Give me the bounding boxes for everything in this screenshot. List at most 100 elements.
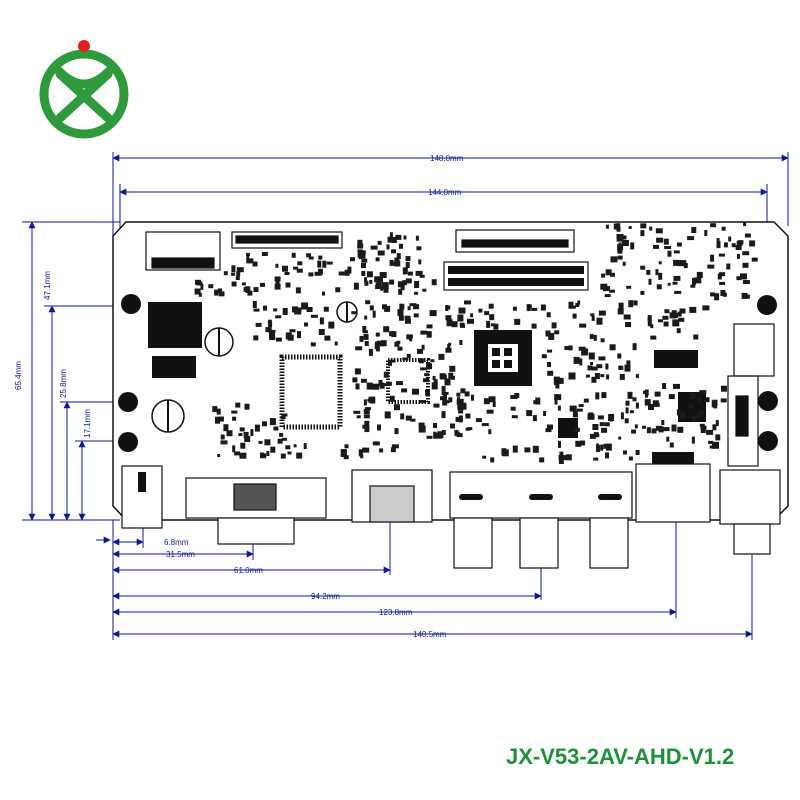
smd-part xyxy=(356,415,361,419)
smd-part xyxy=(618,436,622,440)
smd-part xyxy=(622,261,626,266)
smd-part xyxy=(301,302,309,310)
smd-part xyxy=(389,395,395,402)
mounting-holes xyxy=(118,294,778,452)
smd-part xyxy=(366,271,373,278)
smd-part xyxy=(490,457,495,463)
smd-part xyxy=(697,410,704,417)
smd-part xyxy=(745,294,750,299)
smd-part xyxy=(403,235,407,240)
smd-part xyxy=(742,251,750,256)
smd-part xyxy=(557,405,561,411)
smd-part xyxy=(579,323,587,328)
smd-part xyxy=(353,410,361,414)
smd-part xyxy=(590,362,594,365)
smd-part xyxy=(406,334,412,340)
smd-part xyxy=(238,433,243,437)
smd-part xyxy=(359,335,364,342)
dim-25-8: 25.8mm xyxy=(59,369,68,398)
smd-part xyxy=(604,294,611,298)
smd-part xyxy=(362,326,367,332)
smd-part xyxy=(368,348,373,356)
smd-part xyxy=(600,338,605,343)
smd-part xyxy=(623,450,627,455)
smd-part xyxy=(644,402,651,406)
smd-part xyxy=(450,423,455,429)
smd-part xyxy=(407,306,411,311)
smd-part xyxy=(389,232,393,238)
smd-part xyxy=(383,286,389,293)
smd-part xyxy=(306,253,312,258)
smd-part xyxy=(569,405,577,412)
smd-part xyxy=(475,418,482,423)
smd-part xyxy=(223,271,228,276)
smd-part xyxy=(532,415,537,422)
smd-part xyxy=(328,321,335,329)
smd-part xyxy=(268,322,273,328)
smd-part xyxy=(596,364,603,369)
smd-part xyxy=(510,395,518,399)
smd-part xyxy=(235,402,241,408)
smd-part xyxy=(426,435,433,439)
smd-part xyxy=(678,317,685,322)
smd-part xyxy=(573,427,580,432)
smd-part xyxy=(628,300,634,308)
smd-part xyxy=(669,312,677,319)
smd-part xyxy=(355,346,363,351)
dim-140-5: 140.5mm xyxy=(413,630,447,639)
smd-part xyxy=(340,449,347,457)
smd-part xyxy=(541,354,547,359)
smd-part xyxy=(608,414,615,421)
smd-part xyxy=(547,362,551,367)
smd-part xyxy=(194,288,201,295)
smd-part xyxy=(616,237,624,242)
smd-part xyxy=(394,260,401,267)
smd-part xyxy=(658,319,663,323)
smd-part xyxy=(465,427,471,431)
smd-part xyxy=(643,390,648,394)
smd-part xyxy=(280,453,286,459)
smd-part xyxy=(689,306,697,313)
smd-part xyxy=(310,342,316,347)
smd-part xyxy=(255,322,262,327)
smd-part xyxy=(384,411,391,419)
smd-part xyxy=(260,282,265,287)
smd-part xyxy=(605,224,609,229)
smd-part xyxy=(253,335,259,341)
smd-part xyxy=(416,246,422,251)
smd-part xyxy=(543,411,547,416)
smd-part xyxy=(417,348,423,354)
smd-part xyxy=(295,287,301,294)
smd-part xyxy=(646,269,651,275)
smd-part xyxy=(351,311,357,315)
smd-part xyxy=(244,436,251,442)
dim-61-0: 61.0mm xyxy=(234,566,263,575)
smd-part xyxy=(691,436,695,444)
smd-part xyxy=(456,392,461,397)
smd-part xyxy=(619,373,625,380)
smd-part xyxy=(418,425,426,433)
smd-part xyxy=(287,451,292,455)
smd-part xyxy=(433,403,440,408)
smd-part xyxy=(592,424,599,430)
smd-part xyxy=(627,391,633,399)
smd-part xyxy=(399,243,403,249)
smd-part xyxy=(710,254,715,262)
smd-part xyxy=(624,418,629,424)
smd-part xyxy=(235,276,240,280)
smd-part xyxy=(395,234,402,240)
smd-part xyxy=(644,399,651,404)
smd-part xyxy=(281,413,288,417)
smd-part xyxy=(370,245,378,250)
smd-part xyxy=(364,277,368,283)
smd-part xyxy=(289,329,296,333)
smd-part xyxy=(596,317,603,325)
smd-part xyxy=(393,261,397,266)
port-slots xyxy=(138,452,694,500)
smd-part xyxy=(457,397,460,401)
smd-part xyxy=(617,308,624,315)
smd-part xyxy=(231,272,236,276)
smd-part xyxy=(554,399,558,405)
smd-part xyxy=(590,313,595,317)
